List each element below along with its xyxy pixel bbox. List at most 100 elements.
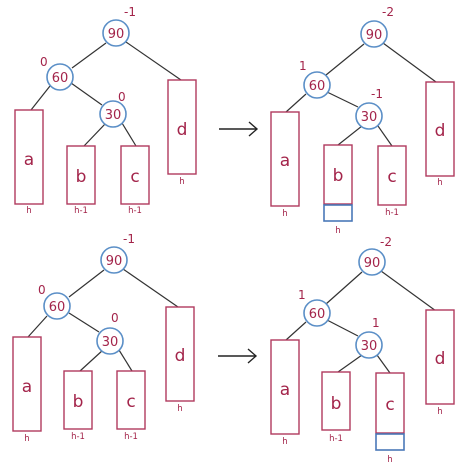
height-a: h xyxy=(282,437,287,447)
node-90-balance: -2 xyxy=(380,235,392,249)
height-c: h xyxy=(387,455,392,465)
node-30-balance: 0 xyxy=(111,311,119,325)
node-60-label: 60 xyxy=(52,71,69,86)
edge-30-c xyxy=(118,349,133,372)
subtree-d xyxy=(425,81,455,177)
height-d: h xyxy=(177,404,182,414)
node-90-label: 90 xyxy=(366,28,383,43)
subtree-c xyxy=(375,372,405,434)
edge-30-b xyxy=(337,354,363,373)
height-c: h-1 xyxy=(128,206,142,216)
height-c: h-1 xyxy=(385,208,399,218)
height-b: h-1 xyxy=(71,432,85,442)
node-90 xyxy=(100,246,128,274)
height-a: h xyxy=(26,206,31,216)
node-60-label: 60 xyxy=(309,307,326,322)
subtree-d xyxy=(425,309,455,405)
edge-90-d xyxy=(380,270,437,312)
node-90-balance: -2 xyxy=(382,5,394,19)
node-60-label: 60 xyxy=(49,300,66,315)
edge-60-a xyxy=(285,321,307,341)
edge-60-a xyxy=(285,93,307,113)
subtree-label-d: d xyxy=(435,349,446,369)
height-b: h-1 xyxy=(329,434,343,444)
edge-90-d xyxy=(122,268,179,308)
node-90-label: 90 xyxy=(108,27,125,42)
node-60-balance: 1 xyxy=(299,59,307,73)
edge-90-60 xyxy=(325,271,363,305)
edge-60-30 xyxy=(70,82,103,106)
node-30-balance: 0 xyxy=(118,90,126,104)
edge-90-60 xyxy=(71,42,107,69)
node-60 xyxy=(303,71,331,99)
edge-30-c xyxy=(377,125,393,147)
node-90-balance: -1 xyxy=(123,232,135,246)
node-60 xyxy=(43,292,71,320)
panel-bottom-left: a b c d h h-1 h-1 h 90 -1 60 0 30 0 xyxy=(12,232,195,444)
node-30-label: 30 xyxy=(361,339,378,354)
node-90-balance: -1 xyxy=(124,5,136,19)
panel-bottom-right: a b c d h h-1 h h 90 -2 60 1 30 1 xyxy=(270,235,455,465)
subtree-b xyxy=(321,371,351,431)
node-90 xyxy=(360,20,388,48)
node-30 xyxy=(355,331,383,359)
edge-60-a xyxy=(27,315,48,338)
height-c: h-1 xyxy=(124,432,138,442)
node-90-label: 90 xyxy=(364,256,381,271)
height-a: h xyxy=(282,209,287,219)
edge-90-d xyxy=(382,42,437,83)
subtree-label-b: b xyxy=(331,394,342,414)
height-b: h xyxy=(335,226,340,236)
panel-top-right: a b c d h h h-1 h 90 -2 60 1 30 -1 xyxy=(270,5,455,236)
subtree-label-c: c xyxy=(387,167,396,187)
node-60 xyxy=(46,63,74,91)
height-d: h xyxy=(437,178,442,188)
subtree-a xyxy=(14,109,44,205)
subtree-label-a: a xyxy=(280,151,290,171)
edge-90-d xyxy=(125,41,182,81)
subtree-b xyxy=(66,145,96,205)
height-d: h xyxy=(179,177,184,187)
subtree-label-d: d xyxy=(435,121,446,141)
subtree-a xyxy=(12,336,42,432)
subtree-label-b: b xyxy=(76,167,87,187)
edge-60-30 xyxy=(326,319,359,337)
panel-top-left: a b c d h h-1 h-1 h 90 -1 60 0 30 0 xyxy=(14,5,197,216)
node-30-label: 30 xyxy=(105,108,122,123)
inserted-node-box xyxy=(375,433,405,451)
subtree-label-c: c xyxy=(130,167,139,187)
subtree-label-c: c xyxy=(126,392,135,412)
edge-30-b xyxy=(79,349,104,372)
node-60-balance: 0 xyxy=(40,55,48,69)
subtree-label-a: a xyxy=(24,150,34,170)
node-30-label: 30 xyxy=(102,335,119,350)
subtree-label-b: b xyxy=(333,166,344,186)
arrow-bottom xyxy=(218,348,258,364)
subtree-b xyxy=(323,144,353,205)
node-30 xyxy=(99,100,127,128)
subtree-d xyxy=(167,79,197,175)
subtree-label-d: d xyxy=(175,346,186,366)
node-60 xyxy=(303,299,331,327)
node-90-label: 90 xyxy=(106,254,123,269)
subtree-d xyxy=(165,306,195,402)
height-b: h-1 xyxy=(74,206,88,216)
subtree-c xyxy=(116,370,146,430)
node-60-label: 60 xyxy=(309,79,326,94)
edge-30-b xyxy=(83,122,107,147)
edge-30-c xyxy=(121,122,137,147)
subtree-label-a: a xyxy=(280,380,290,400)
edge-30-c xyxy=(376,354,391,374)
edge-60-30 xyxy=(326,91,359,108)
subtree-c xyxy=(377,145,407,206)
edge-90-60 xyxy=(68,269,105,298)
subtree-label-d: d xyxy=(177,120,188,140)
edge-30-b xyxy=(337,125,363,146)
subtree-label-c: c xyxy=(385,395,394,415)
height-d: h xyxy=(437,407,442,417)
edge-60-a xyxy=(30,85,51,111)
node-30 xyxy=(355,102,383,130)
edge-90-60 xyxy=(325,43,365,76)
node-90 xyxy=(358,248,386,276)
